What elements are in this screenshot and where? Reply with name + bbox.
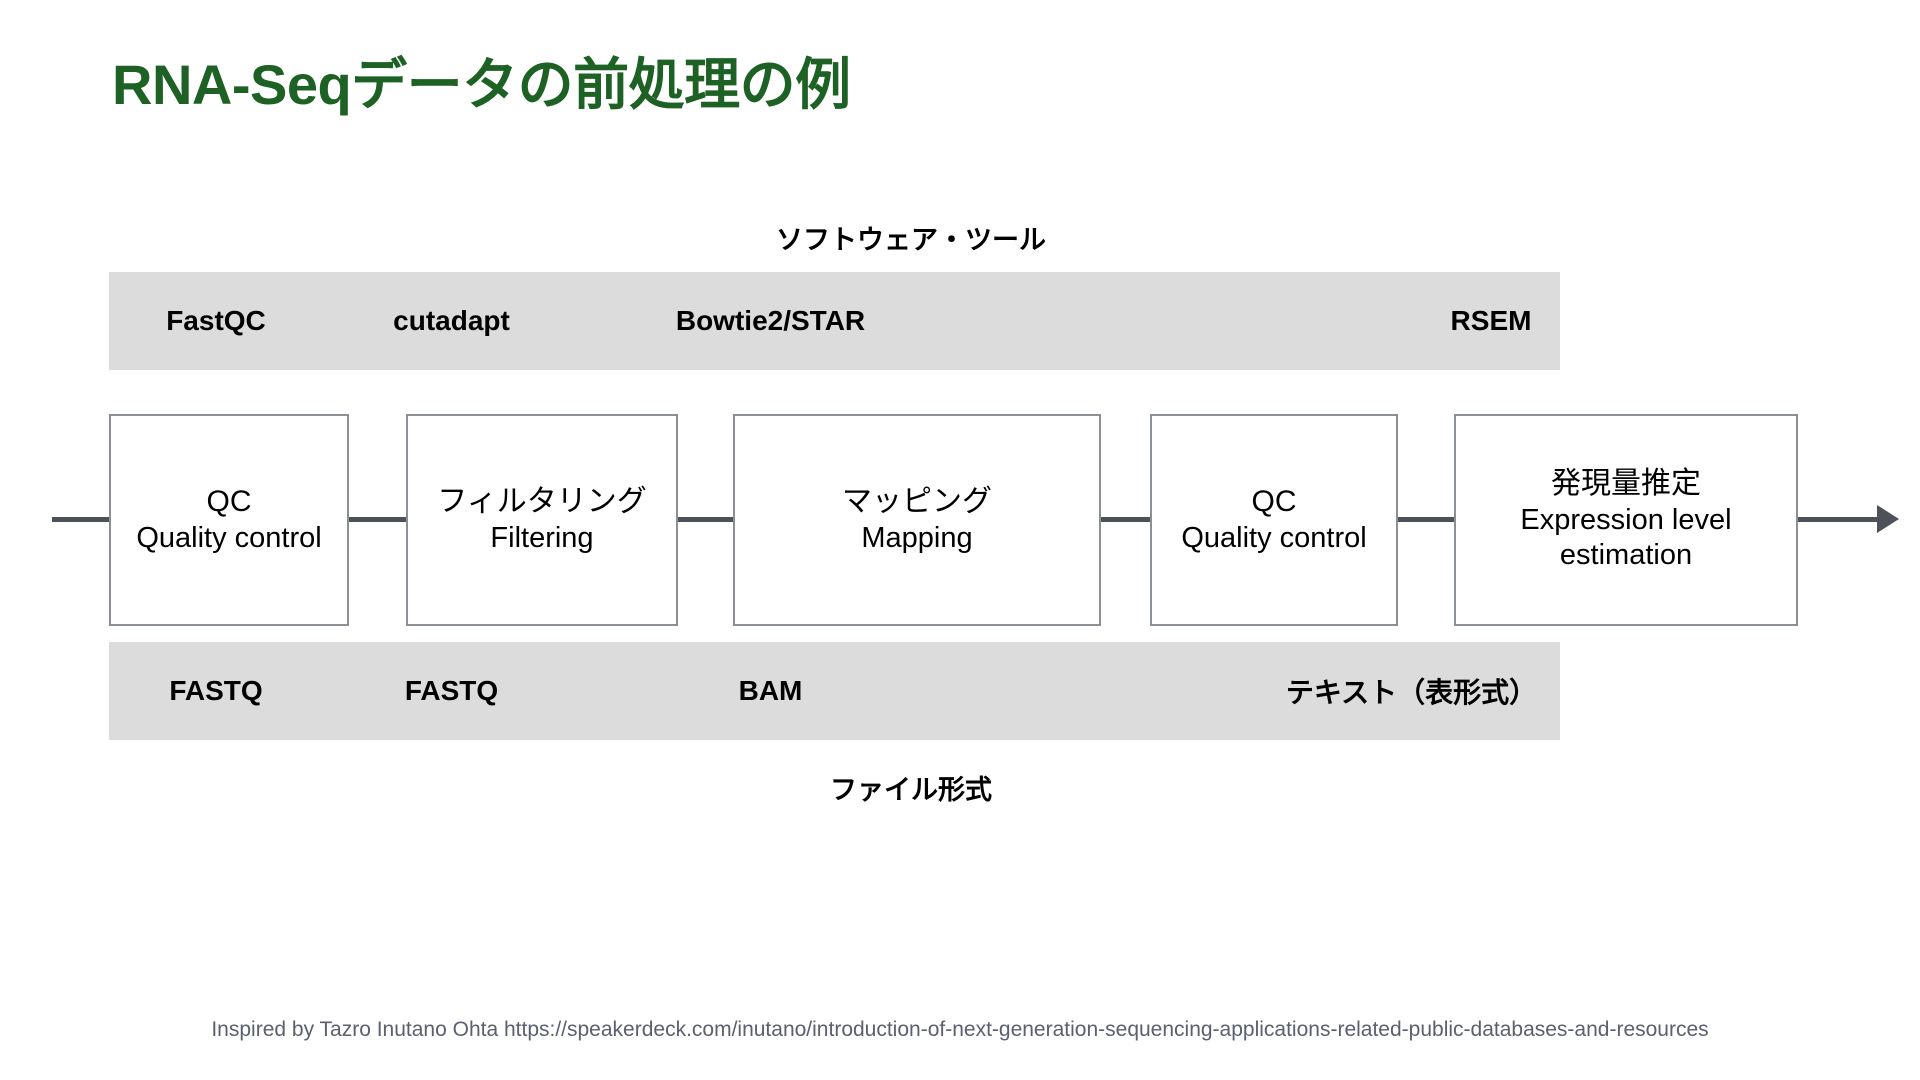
process-box-filtering[interactable]: フィルタリング Filtering	[406, 414, 678, 626]
software-section-caption: ソフトウェア・ツール	[776, 225, 1046, 255]
software-label-bowtie2-star: Bowtie2/STAR	[675, 305, 866, 336]
connector-line-2	[675, 517, 737, 522]
file-format-label-fastq-1: FASTQ	[169, 675, 263, 706]
connector-line-3	[1098, 517, 1160, 522]
pipeline-flow: QC Quality control フィルタリング Filtering マッピ…	[0, 414, 1920, 628]
process-box-qc-2[interactable]: QC Quality control	[1150, 414, 1398, 626]
arrow-head-icon	[1877, 505, 1899, 533]
process-box-qc-1[interactable]: QC Quality control	[109, 414, 349, 626]
file-format-label-text-tabular: テキスト（表形式）	[1285, 677, 1538, 708]
process-box-title-en: Filtering	[490, 521, 594, 554]
process-box-title-ja: QC	[1251, 485, 1297, 519]
process-box-title-ja: QC	[206, 485, 252, 519]
file-format-label-fastq-2: FASTQ	[404, 675, 499, 706]
footer-credit: Inspired by Tazro Inutano Ohta https://s…	[211, 1018, 1709, 1041]
process-box-title-en: Quality control	[1181, 521, 1367, 554]
process-box-title-en: Expression level estimation	[1520, 503, 1732, 572]
process-box-title-ja: マッピング	[842, 485, 992, 519]
process-box-expression-estimation[interactable]: 発現量推定 Expression level estimation	[1454, 414, 1798, 626]
connector-line-entry	[52, 517, 112, 522]
software-label-fastqc: FastQC	[166, 305, 266, 336]
connector-line-4	[1395, 517, 1457, 522]
software-tools-bar: FastQC cutadapt Bowtie2/STAR RSEM	[109, 272, 1560, 370]
process-box-title-ja: 発現量推定	[1551, 467, 1701, 501]
file-format-section-caption: ファイル形式	[830, 775, 992, 805]
process-box-title-en: Mapping	[861, 521, 973, 554]
process-box-mapping[interactable]: マッピング Mapping	[733, 414, 1101, 626]
file-format-label-bam: BAM	[738, 675, 803, 706]
page-title: RNA-Seqデータの前処理の例	[112, 53, 851, 116]
file-format-bar: FASTQ FASTQ BAM テキスト（表形式）	[109, 642, 1560, 740]
connector-line-exit	[1792, 517, 1882, 522]
process-box-title-ja: フィルタリング	[437, 485, 647, 519]
process-box-title-en: Quality control	[136, 521, 322, 554]
software-label-cutadapt: cutadapt	[393, 305, 510, 336]
connector-line-1	[345, 517, 410, 522]
software-label-rsem: RSEM	[1450, 305, 1532, 336]
